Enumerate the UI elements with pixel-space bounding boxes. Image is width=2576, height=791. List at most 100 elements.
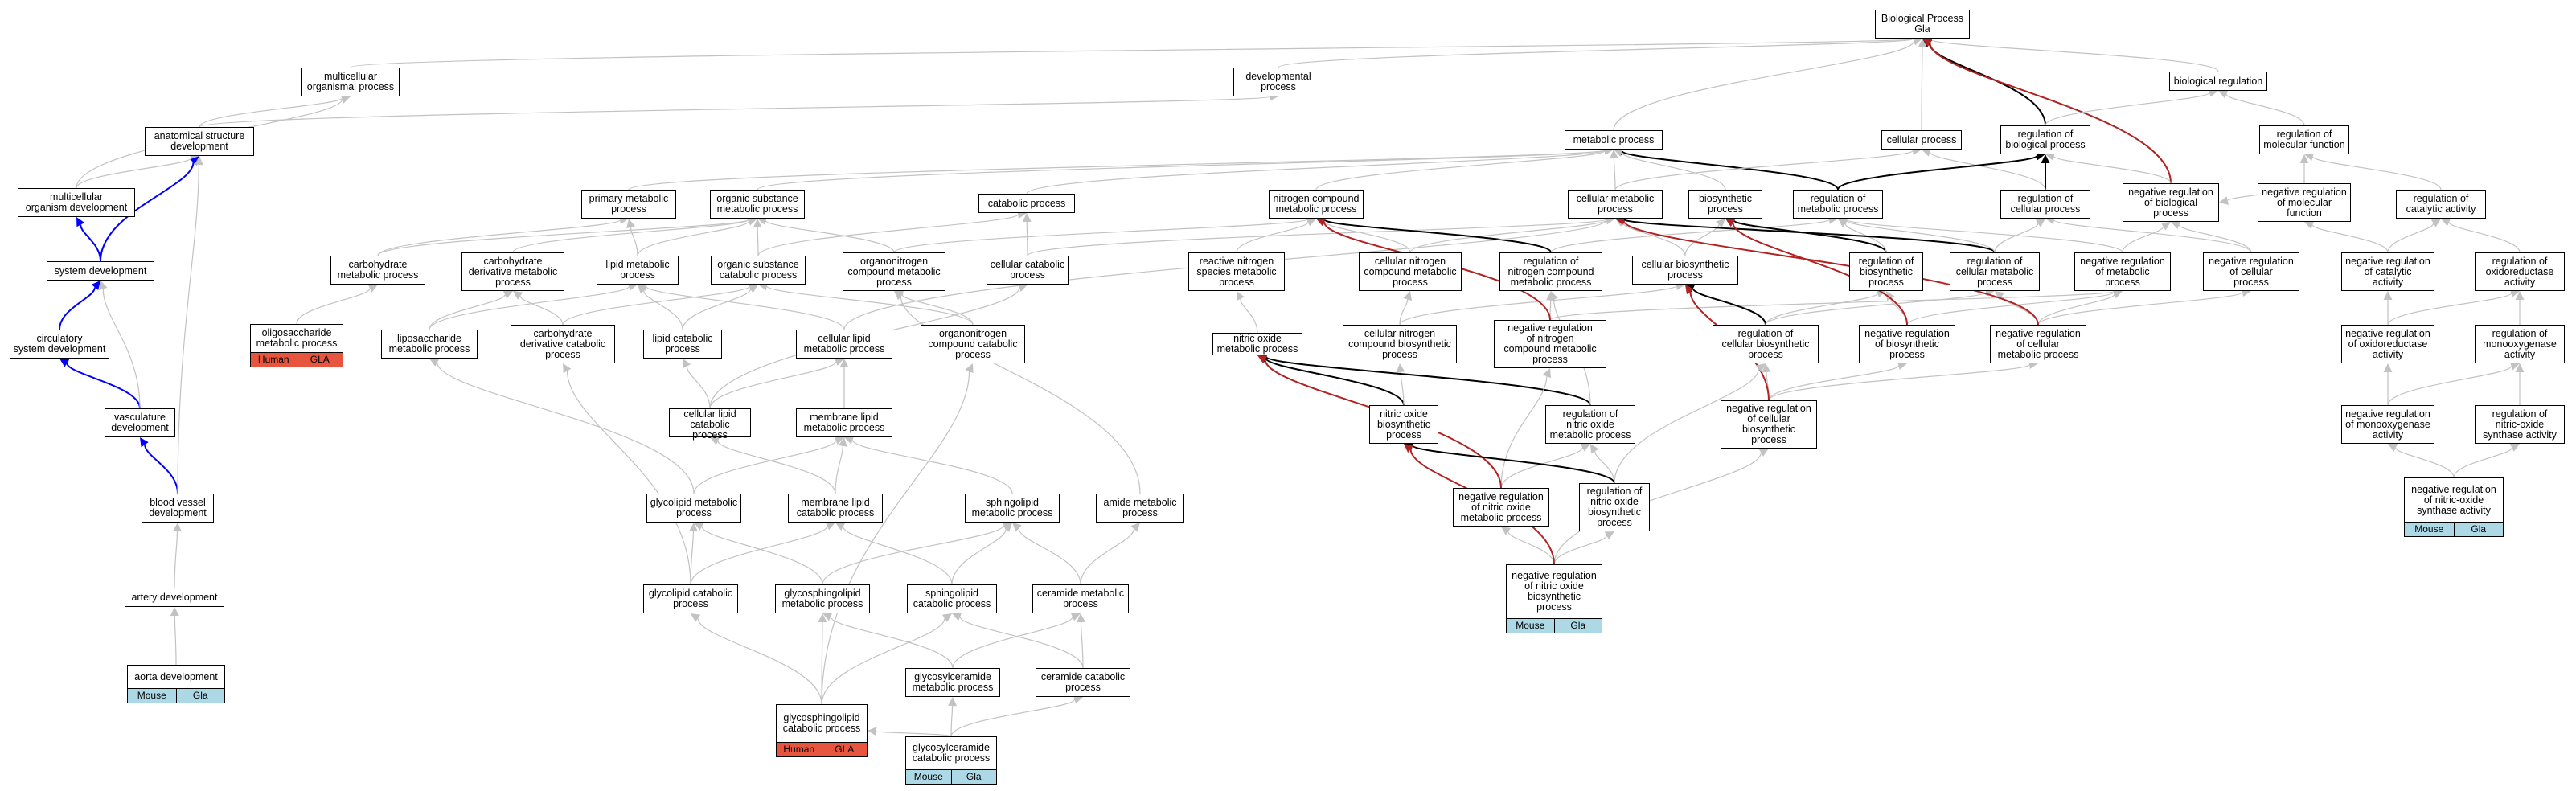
- annotation-species: Mouse: [2414, 523, 2444, 535]
- go-term-node-nrcp[interactable]: negative regulation of cellular process: [2203, 252, 2299, 291]
- edge-vasc-to-csd: [66, 363, 141, 409]
- edge-arrowhead: [98, 281, 108, 291]
- go-term-node-gcermp[interactable]: glycosylceramide metabolic process: [905, 668, 1000, 697]
- go-term-node-clcp[interactable]: cellular lipid catabolic process: [669, 408, 751, 441]
- go-term-node-osmp[interactable]: organic substance metabolic process: [710, 190, 805, 219]
- edge-csd-to-sysdev: [59, 287, 96, 330]
- edge-ncmp-to-metp: [1315, 150, 1606, 191]
- go-term-node-cercp[interactable]: ceramide catabolic process: [1036, 668, 1130, 697]
- go-term-node-cncmp[interactable]: cellular nitrogen compound metabolic pro…: [1359, 252, 1462, 291]
- go-term-node-oscp[interactable]: organic substance catabolic process: [711, 256, 806, 285]
- go-term-node-asd[interactable]: anatomical structure development: [145, 127, 254, 156]
- edge-lmp-to-pmp: [630, 227, 638, 256]
- go-term-node-gslmp[interactable]: glycosphingolipid metabolic process: [775, 584, 870, 613]
- go-term-node-bvd[interactable]: blood vessel development: [142, 494, 214, 523]
- go-term-node-chmp[interactable]: carbohydrate metabolic process: [330, 256, 425, 285]
- go-term-node-bp[interactable]: Biological Process Gla: [1875, 10, 1970, 39]
- edge-arrowhead: [1725, 219, 1736, 227]
- go-term-node-onmp[interactable]: organonitrogen compound metabolic proces…: [843, 252, 945, 291]
- go-term-node-rnsmp[interactable]: reactive nitrogen species metabolic proc…: [1188, 252, 1285, 291]
- go-term-node-catp[interactable]: catabolic process: [978, 194, 1075, 213]
- go-term-node-negregbp[interactable]: negative regulation of biological proces…: [2123, 183, 2219, 222]
- go-term-node-mlmp[interactable]: membrane lipid metabolic process: [796, 408, 892, 437]
- edge-cncmp-to-ncmp: [1323, 221, 1411, 253]
- go-term-node-nrbp[interactable]: negative regulation of biosynthetic proc…: [1859, 325, 1955, 363]
- go-term-node-slcp[interactable]: sphingolipid catabolic process: [907, 584, 997, 613]
- go-term-node-bioreg[interactable]: biological regulation: [2169, 72, 2267, 91]
- go-term-node-lcp[interactable]: lipid catabolic process: [643, 330, 722, 359]
- edge-arrowhead: [2383, 363, 2393, 372]
- go-term-node-nomp[interactable]: nitric oxide metabolic process: [1212, 333, 1302, 355]
- go-term-node-cmp[interactable]: cellular metabolic process: [1568, 190, 1663, 219]
- go-term-node-mlcp[interactable]: membrane lipid catabolic process: [788, 494, 883, 523]
- go-term-node-glmp[interactable]: glycolipid metabolic process: [646, 494, 741, 523]
- go-term-node-nobp[interactable]: nitric oxide biosynthetic process: [1369, 405, 1438, 444]
- go-term-node-cncbp[interactable]: cellular nitrogen compound biosynthetic …: [1343, 325, 1457, 363]
- go-term-node-rmoa[interactable]: regulation of monooxygenase activity: [2475, 325, 2565, 363]
- go-term-node-biosyn[interactable]: biosynthetic process: [1688, 190, 1762, 219]
- go-term-node-nrmp[interactable]: negative regulation of metabolic process: [2074, 252, 2171, 291]
- go-term-node-occp[interactable]: organonitrogen compound catabolic proces…: [921, 325, 1025, 363]
- go-term-node-regca[interactable]: regulation of catalytic activity: [2396, 190, 2486, 219]
- go-term-node-mcop[interactable]: multicellular organismal process: [301, 68, 400, 96]
- go-term-node-cdmp[interactable]: carbohydrate derivative metabolic proces…: [461, 252, 564, 291]
- edge-arrowhead: [367, 284, 378, 293]
- go-term-node-cellp[interactable]: cellular process: [1881, 130, 1962, 150]
- go-term-node-negregmf[interactable]: negative regulation of molecular functio…: [2258, 183, 2351, 222]
- go-term-node-nrcmp[interactable]: negative regulation of cellular metaboli…: [1990, 325, 2086, 363]
- go-term-node-vasc[interactable]: vasculature development: [105, 408, 175, 437]
- go-term-label: anatomical structure development: [154, 130, 245, 152]
- go-term-node-regcp[interactable]: regulation of cellular process: [2000, 190, 2090, 219]
- go-term-node-regmp[interactable]: regulation of metabolic process: [1793, 190, 1883, 219]
- go-term-node-regbp[interactable]: regulation of biological process: [2000, 125, 2090, 154]
- go-term-node-rora[interactable]: regulation of oxidoreductase activity: [2475, 252, 2565, 291]
- go-term-node-sysdev[interactable]: system development: [47, 261, 154, 281]
- go-term-node-cdcp[interactable]: carbohydrate derivative catabolic proces…: [511, 325, 615, 363]
- edge-arrowhead: [1070, 613, 1081, 621]
- go-term-node-slmp[interactable]: sphingolipid metabolic process: [965, 494, 1060, 523]
- go-term-node-rcbp[interactable]: regulation of cellular biosynthetic proc…: [1713, 325, 1819, 363]
- go-term-node-pmp[interactable]: primary metabolic process: [581, 190, 676, 219]
- go-term-node-csd[interactable]: circulatory system development: [10, 330, 109, 359]
- go-term-node-nroa[interactable]: negative regulation of oxidoreductase ac…: [2341, 325, 2434, 363]
- go-term-node-devp[interactable]: developmental process: [1233, 68, 1323, 96]
- go-term-node-nrnobp[interactable]: negative regulation of nitric oxide bios…: [1506, 564, 1602, 633]
- go-term-node-artd[interactable]: artery development: [125, 588, 224, 607]
- go-term-node-clmp[interactable]: cellular lipid metabolic process: [796, 330, 892, 359]
- go-term-node-rnobp[interactable]: regulation of nitric oxide biosynthetic …: [1579, 483, 1650, 531]
- go-term-node-metp[interactable]: metabolic process: [1565, 130, 1663, 150]
- go-term-label: nitric oxide metabolic process: [1216, 333, 1298, 355]
- go-term-node-nrnomp[interactable]: negative regulation of nitric oxide meta…: [1453, 488, 1549, 527]
- edge-nrnomp-to-nrncmp: [1500, 376, 1548, 489]
- go-term-node-rnomp[interactable]: regulation of nitric oxide metabolic pro…: [1545, 405, 1635, 444]
- go-term-node-rnosa[interactable]: regulation of nitric-oxide synthase acti…: [2475, 405, 2565, 444]
- go-term-node-cbp[interactable]: cellular biosynthetic process: [1632, 256, 1738, 285]
- go-term-node-cermp[interactable]: ceramide metabolic process: [1032, 584, 1129, 613]
- go-term-node-regbsp[interactable]: regulation of biosynthetic process: [1849, 252, 1923, 291]
- go-term-node-glcp[interactable]: glycolipid catabolic process: [643, 584, 738, 613]
- go-term-node-nrca[interactable]: negative regulation of catalytic activit…: [2341, 252, 2434, 291]
- go-term-node-regcmp[interactable]: regulation of cellular metabolic process: [1950, 252, 2040, 291]
- go-term-node-ncmp[interactable]: nitrogen compound metabolic process: [1269, 190, 1364, 219]
- go-term-node-rncmp[interactable]: regulation of nitrogen compound metaboli…: [1499, 252, 1602, 291]
- go-term-node-nrmoa[interactable]: negative regulation of monooxygenase act…: [2341, 405, 2434, 444]
- go-term-node-regmf[interactable]: regulation of molecular function: [2259, 125, 2349, 154]
- go-term-node-ccp[interactable]: cellular catabolic process: [987, 256, 1069, 285]
- go-term-node-nrncmp[interactable]: negative regulation of nitrogen compound…: [1494, 320, 1606, 368]
- go-term-node-nrnosa[interactable]: negative regulation of nitric-oxide synt…: [2404, 477, 2504, 537]
- go-term-node-lsmp[interactable]: liposaccharide metabolic process: [381, 330, 478, 359]
- go-term-node-nrcbp[interactable]: negative regulation of cellular biosynth…: [1721, 400, 1817, 449]
- go-term-label: negative regulation of nitric oxide bios…: [1512, 570, 1597, 613]
- edge-nomp-to-rnsmp: [1240, 298, 1258, 334]
- edge-rnobp-to-rcbp: [1614, 368, 1759, 484]
- go-term-label: regulation of biological process: [2005, 129, 2086, 150]
- go-term-label: primary metabolic process: [589, 193, 669, 215]
- go-term-node-amp[interactable]: amide metabolic process: [1096, 494, 1184, 523]
- go-term-node-lmp[interactable]: lipid metabolic process: [597, 256, 679, 285]
- go-term-node-mod[interactable]: multicellular organism development: [18, 188, 135, 217]
- edge-arrowhead: [1542, 368, 1551, 379]
